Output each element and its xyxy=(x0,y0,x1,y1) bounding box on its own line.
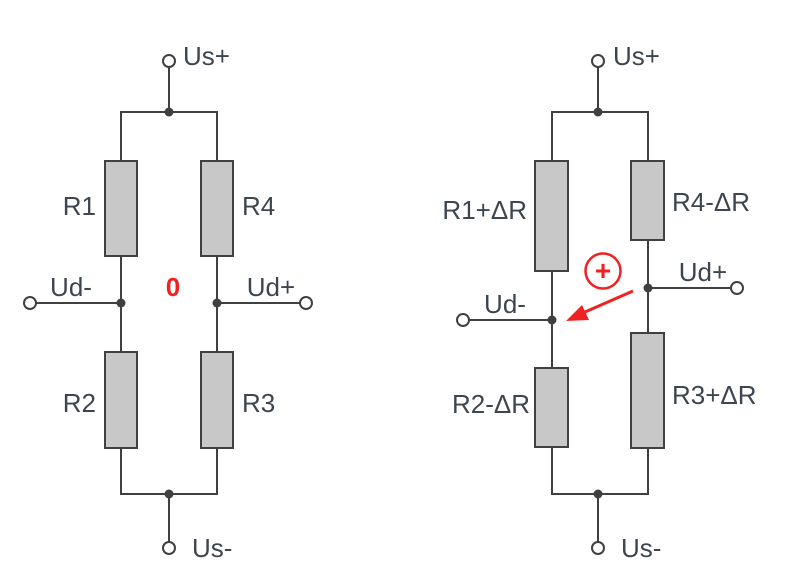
supply-bottom-terminal xyxy=(591,541,605,555)
resistor-label-r3: R3 xyxy=(242,388,275,418)
output-left-terminal xyxy=(456,313,470,327)
bottom-junction-node xyxy=(593,489,603,499)
top-rail-wire xyxy=(120,111,218,161)
supply-top-terminal xyxy=(591,54,605,68)
resistor-r1-plus-dr xyxy=(534,160,569,272)
output-right-label: Ud+ xyxy=(679,257,727,287)
resistor-r2 xyxy=(104,351,138,449)
supply-top-label: Us+ xyxy=(613,41,660,71)
right-bridge-diagram: + Us+ R1+ΔR R4-ΔR Ud+ Ud- R2-ΔR R3+ΔR Us… xyxy=(442,41,756,563)
output-left-label: Ud- xyxy=(484,289,526,319)
output-right-node xyxy=(643,283,653,293)
resistor-label-r2: R2 xyxy=(63,388,96,418)
resistor-r3-plus-dr xyxy=(630,332,665,449)
resistor-label-r3-plus-dr: R3+ΔR xyxy=(672,380,757,410)
polarity-plus-label: + xyxy=(595,255,611,286)
supply-top-label: Us+ xyxy=(183,41,230,71)
supply-top-terminal xyxy=(162,54,176,68)
output-left-terminal xyxy=(23,296,37,310)
resistor-label-r2-minus-dr: R2-ΔR xyxy=(452,389,530,419)
output-right-terminal xyxy=(730,281,744,295)
balance-zero-label: 0 xyxy=(166,272,180,302)
polarity-arrow-shaft xyxy=(584,289,634,314)
top-junction-node xyxy=(164,107,174,117)
bottom-junction-node xyxy=(164,489,174,499)
supply-bottom-label: Us- xyxy=(621,533,661,563)
resistor-r4-minus-dr xyxy=(630,160,665,241)
resistor-label-r1-plus-dr: R1+ΔR xyxy=(442,195,527,225)
output-right-label: Ud+ xyxy=(247,272,295,302)
resistor-r1 xyxy=(104,160,138,257)
top-rail-wire xyxy=(551,111,649,161)
left-bridge-diagram: Us+ R1 R4 Ud- 0 Ud+ R2 R3 Us- xyxy=(23,41,313,563)
resistor-r3 xyxy=(200,351,234,449)
polarity-circle-icon xyxy=(584,252,622,290)
resistor-label-r1: R1 xyxy=(63,191,96,221)
supply-bottom-label: Us- xyxy=(192,533,232,563)
polarity-arrow-head-icon xyxy=(566,305,589,321)
top-junction-node xyxy=(593,107,603,117)
resistor-label-r4: R4 xyxy=(242,191,275,221)
bottom-rail-wire xyxy=(120,448,218,495)
supply-bottom-terminal xyxy=(162,541,176,555)
output-right-terminal xyxy=(299,296,313,310)
bottom-rail-wire xyxy=(551,447,649,495)
resistor-r4 xyxy=(200,160,234,257)
output-left-label: Ud- xyxy=(50,272,92,302)
output-right-node xyxy=(212,298,222,308)
resistor-label-r4-minus-dr: R4-ΔR xyxy=(672,187,750,217)
output-left-node xyxy=(116,298,126,308)
resistor-r2-minus-dr xyxy=(534,367,569,448)
output-left-node xyxy=(547,315,557,325)
